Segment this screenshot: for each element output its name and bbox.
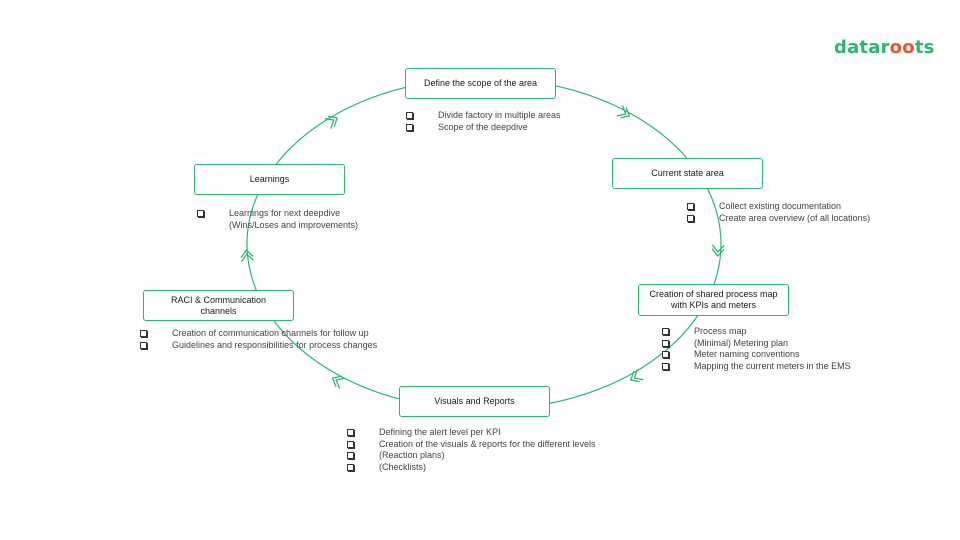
- list-item: Mapping the current meters in the EMS: [662, 361, 851, 373]
- list-item: Creation of communication channels for f…: [140, 328, 377, 340]
- list-item: Scope of the deepdive: [406, 122, 561, 134]
- step-define-scope: Define the scope of the area: [405, 68, 556, 99]
- step-current-state-bullets: Collect existing documentation Create ar…: [687, 201, 870, 224]
- list-item: Meter naming conventions: [662, 349, 851, 361]
- step-visuals-reports: Visuals and Reports: [399, 386, 550, 417]
- list-item: Process map: [662, 326, 851, 338]
- step-learnings: Learnings: [194, 164, 345, 195]
- cycle-arrow-icon: [616, 105, 631, 119]
- datarts-logo: dataroots: [834, 37, 935, 58]
- list-item: (Checklists): [347, 462, 595, 474]
- list-item: Creation of the visuals & reports for th…: [347, 439, 595, 451]
- cycle-arrow-icon: [324, 115, 338, 129]
- list-item: Collect existing documentation: [687, 201, 870, 213]
- cycle-arrow-icon: [331, 375, 346, 389]
- list-item: (Minimal) Metering plan: [662, 338, 851, 350]
- step-process-map-bullets: Process map (Minimal) Metering plan Mete…: [662, 326, 851, 372]
- step-visuals-reports-bullets: Defining the alert level per KPI Creatio…: [347, 427, 595, 473]
- list-item: Create area overview (of all locations): [687, 213, 870, 225]
- list-item: Defining the alert level per KPI: [347, 427, 595, 439]
- step-learnings-bullets: Learnings for next deepdive (Wins/Loses …: [197, 208, 358, 231]
- cycle-arrow-icon: [629, 369, 644, 383]
- cycle-arrow-icon: [711, 244, 725, 257]
- list-item: Guidelines and responsibilities for proc…: [140, 340, 377, 352]
- list-item: Divide factory in multiple areas: [406, 110, 561, 122]
- step-define-scope-bullets: Divide factory in multiple areas Scope o…: [406, 110, 561, 133]
- list-item: Learnings for next deepdive (Wins/Loses …: [197, 208, 358, 231]
- step-process-map: Creation of shared process map with KPIs…: [638, 284, 789, 316]
- list-item: (Reaction plans): [347, 450, 595, 462]
- step-raci-communication: RACI & Communication channels: [143, 290, 294, 321]
- cycle-arrows: [240, 105, 725, 389]
- cycle-arrow-icon: [240, 249, 254, 262]
- step-current-state: Current state area: [612, 158, 763, 189]
- step-raci-communication-bullets: Creation of communication channels for f…: [140, 328, 377, 351]
